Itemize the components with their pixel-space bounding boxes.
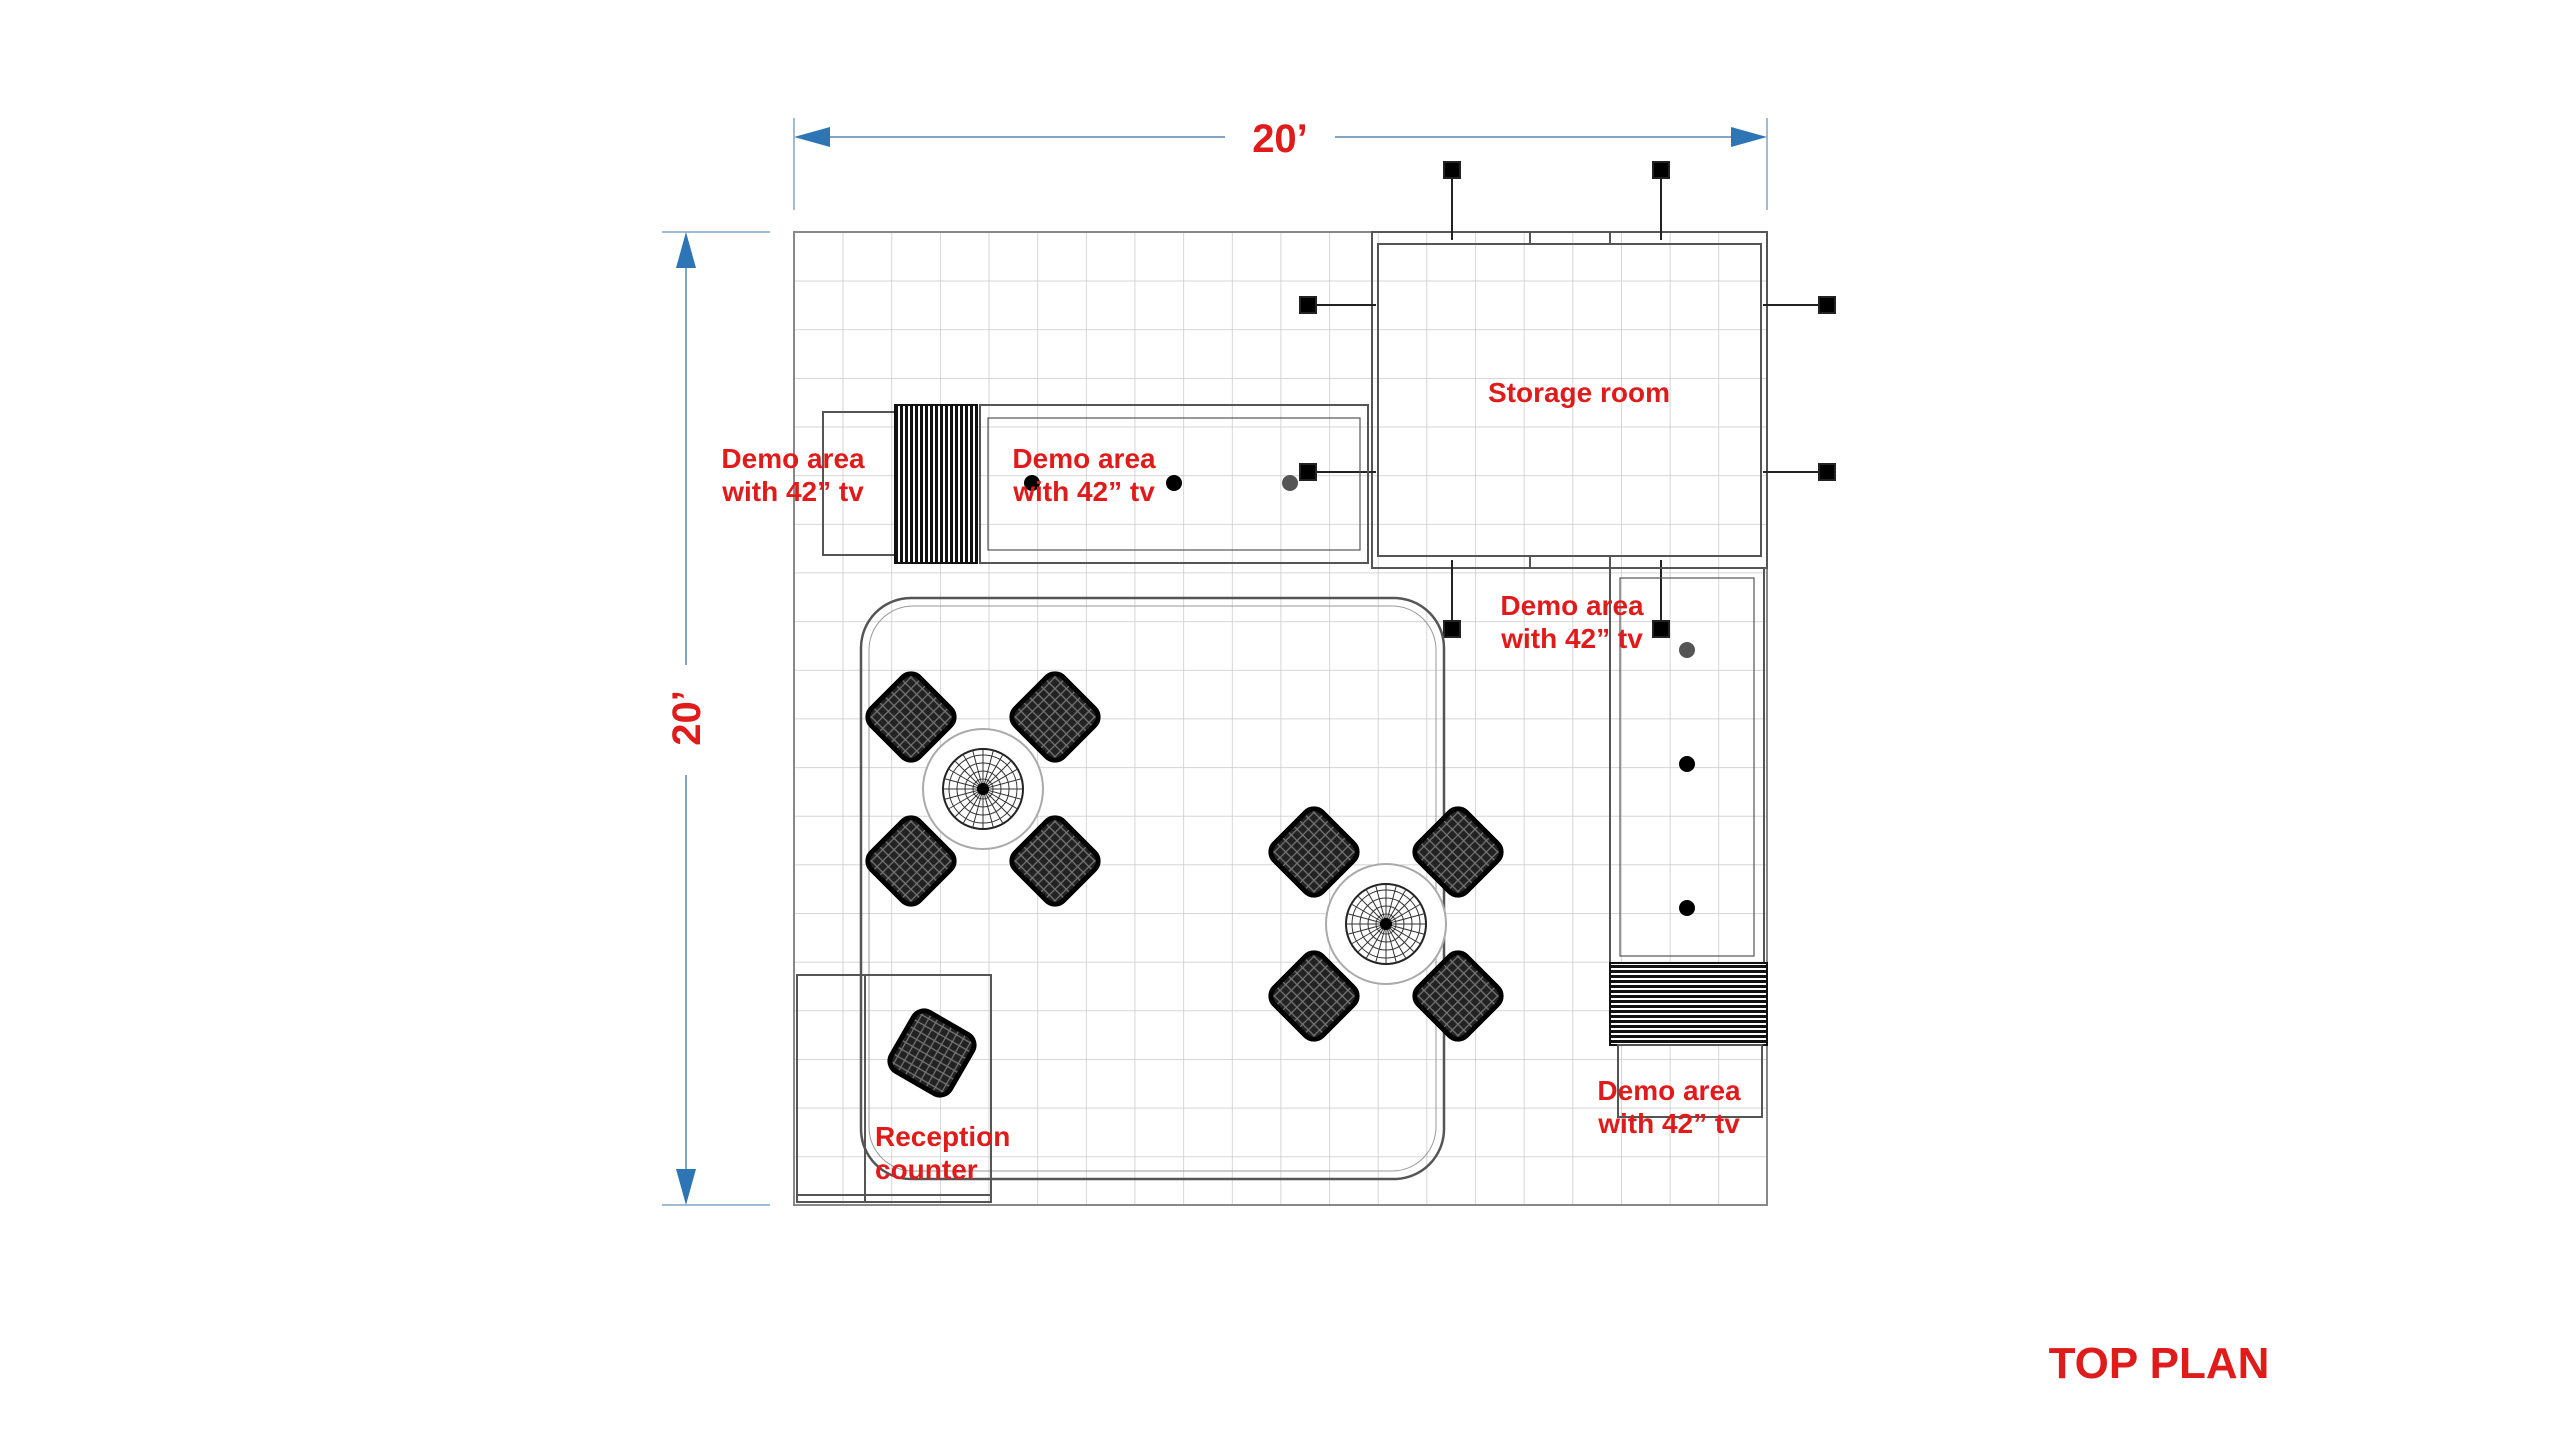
lounge-chair — [1268, 806, 1360, 898]
demo-area-label-left-inner: Demo area with 42” tv — [1012, 443, 1156, 507]
depth-dimension — [662, 231, 770, 1206]
lounge-chair — [1009, 671, 1101, 763]
spotlight-icon — [1652, 620, 1670, 638]
light-dot — [1679, 900, 1695, 916]
svg-text:Reception: Reception — [875, 1121, 1010, 1152]
reception-counter-label: Reception counter — [875, 1121, 1010, 1185]
arrow-left-icon — [794, 127, 830, 147]
svg-text:with 42” tv: with 42” tv — [721, 476, 864, 507]
lounge-chair — [887, 1008, 977, 1098]
svg-text:with 42” tv: with 42” tv — [1500, 623, 1643, 654]
arrow-right-icon — [1731, 127, 1767, 147]
lounge-chair — [1412, 806, 1504, 898]
spotlight-icon — [1818, 463, 1836, 481]
spotlight-icon — [1443, 620, 1461, 638]
light-dot — [1679, 642, 1695, 658]
spotlight-icon — [1299, 463, 1317, 481]
round-table — [922, 728, 1044, 850]
lounge-chair — [1009, 815, 1101, 907]
svg-text:with 42” tv: with 42” tv — [1597, 1108, 1740, 1139]
spotlight-icon — [1443, 161, 1461, 179]
tv-wall-block — [1609, 962, 1768, 1046]
svg-text:Demo area: Demo area — [1012, 443, 1156, 474]
width-dimension — [793, 118, 1768, 210]
svg-text:Demo area: Demo area — [721, 443, 865, 474]
light-dot — [1024, 475, 1040, 491]
storage-room-label: Storage room — [1488, 377, 1670, 408]
spotlight-icon — [1652, 161, 1670, 179]
lounge-chair — [1268, 950, 1360, 1042]
demo-area-label-right-top: Demo area with 42” tv — [1500, 590, 1644, 654]
light-dot — [1166, 475, 1182, 491]
width-dimension-label: 20’ — [1252, 117, 1308, 161]
demo-wall-left — [822, 404, 1369, 564]
demo-wall-right — [1609, 567, 1768, 1118]
reception-counter — [796, 974, 992, 1203]
demo-area-label-left-outer: Demo area with 42” tv — [721, 443, 865, 507]
lounge-chair — [865, 671, 957, 763]
demo-area-label-right-bottom: Demo area with 42” tv — [1597, 1075, 1741, 1139]
depth-dimension-label: 20’ — [665, 690, 709, 746]
tv-wall-block — [894, 404, 978, 564]
svg-text:Demo area: Demo area — [1500, 590, 1644, 621]
arrow-down-icon — [676, 1169, 696, 1205]
storage-room — [1371, 231, 1768, 569]
lounge-chair — [1412, 950, 1504, 1042]
round-table — [1325, 863, 1447, 985]
svg-text:counter: counter — [875, 1154, 978, 1185]
plan-title: TOP PLAN — [2049, 1339, 2270, 1388]
svg-text:Demo area: Demo area — [1597, 1075, 1741, 1106]
light-dot — [1282, 475, 1298, 491]
arrow-up-icon — [676, 232, 696, 268]
spotlights — [1299, 161, 1836, 638]
svg-text:with 42” tv: with 42” tv — [1012, 476, 1155, 507]
light-dot — [1679, 756, 1695, 772]
lounge-chair — [865, 815, 957, 907]
spotlight-icon — [1299, 296, 1317, 314]
spotlight-icon — [1818, 296, 1836, 314]
